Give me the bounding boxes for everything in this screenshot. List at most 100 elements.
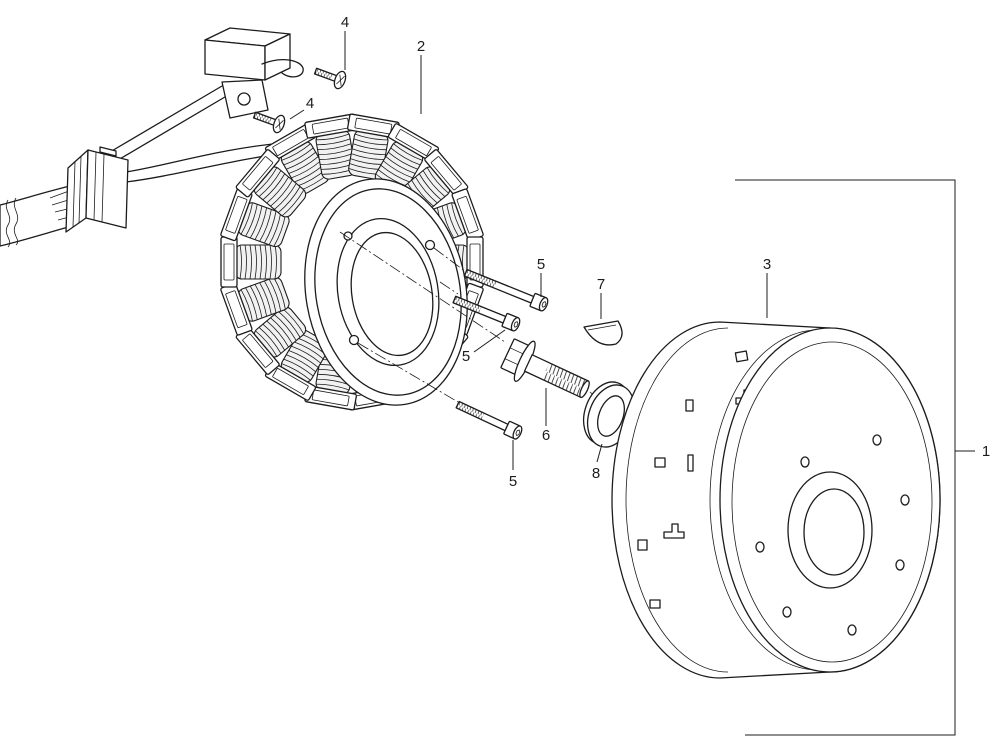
screw-slot [336, 74, 345, 86]
coil-pole-inner [242, 156, 274, 191]
coil-fin [353, 138, 388, 146]
coil-fin [318, 148, 353, 156]
coil-pole-inner [223, 243, 235, 281]
part-number-label: 4 [341, 14, 349, 31]
part-number-label: 4 [306, 95, 314, 112]
coil-fin [259, 244, 262, 280]
part-number-label: 6 [542, 427, 550, 444]
coil-fin [277, 311, 301, 338]
magnet-mark [663, 523, 685, 539]
coil-fin [264, 211, 277, 244]
coil-fin [281, 189, 305, 217]
socket-head-bolt [455, 400, 523, 440]
coil-fin [239, 244, 242, 280]
cable-break-line [5, 199, 11, 248]
coil-fin [254, 207, 268, 240]
coil-fin [352, 143, 387, 151]
part-number-label: 5 [509, 473, 517, 490]
bolt-thread [453, 296, 482, 314]
flange-bolt [500, 338, 590, 399]
wire-to-stator [125, 141, 293, 173]
coil-fin [254, 330, 278, 357]
coil-fin [288, 156, 319, 174]
coil-fin [254, 167, 278, 194]
coil-pole-face [220, 236, 238, 288]
key-edge [587, 324, 617, 331]
stator-coil [220, 236, 282, 288]
stator-coil [220, 188, 290, 248]
center-line [357, 342, 459, 403]
coil-fin [254, 244, 257, 280]
coil-pole-inner [354, 117, 393, 135]
part-number-label: 5 [537, 256, 545, 273]
coil-pole-inner [456, 196, 479, 234]
coil-fin [380, 164, 411, 183]
rotor-hub-bore [803, 488, 865, 576]
coil-fin [319, 153, 353, 160]
coil-pole-face [235, 149, 280, 198]
coil-fin [274, 244, 277, 280]
bolt-thread [456, 401, 485, 420]
stator-bolt-hole [343, 231, 353, 241]
rotor-face-hole [782, 606, 792, 618]
coil-fin [262, 323, 286, 351]
stator-coil [347, 113, 400, 180]
woodruff-key [583, 320, 623, 346]
part-number-label: 5 [462, 348, 470, 365]
socket-head-bolt [452, 295, 521, 332]
coil-fin [259, 209, 272, 242]
screw-thread [314, 68, 334, 81]
coil-fin [266, 176, 289, 204]
pan-head-screw [313, 67, 347, 90]
coil-fin [269, 244, 272, 280]
coil-pole-inner [242, 333, 274, 368]
leader-line [289, 109, 305, 120]
coil-fin [286, 151, 316, 170]
coil-fin [273, 277, 286, 310]
part-number-label: 2 [417, 38, 425, 55]
key-body [583, 320, 623, 346]
stator-coil [304, 113, 357, 180]
center-line [439, 281, 459, 295]
rotor-face-hole [800, 456, 810, 468]
connector-rib [72, 151, 105, 228]
magnet-mark [654, 457, 666, 468]
magnet-mark [649, 599, 661, 609]
hex-socket [513, 321, 519, 328]
coil-fin [288, 350, 319, 368]
coil-fin [383, 160, 413, 179]
rotor-face-hole [755, 541, 765, 553]
coil-pole-inner [311, 389, 350, 407]
rotor-front-band [709, 329, 819, 671]
part-number-label: 1 [982, 443, 990, 460]
pulser-front-face [204, 39, 266, 81]
coil-fin [270, 317, 293, 345]
bolt-thread [541, 362, 589, 398]
coil-fin [293, 341, 324, 360]
bolt-end [579, 380, 590, 399]
hex-edge [504, 347, 525, 366]
pulser-coil [204, 27, 304, 119]
wiring-harness [0, 85, 293, 248]
coil-fin [351, 153, 385, 160]
leader-line [473, 329, 506, 353]
connector-body [85, 149, 129, 229]
part-number-label: 8 [592, 465, 600, 482]
screw-head [272, 114, 286, 134]
pulser-side-face [264, 33, 291, 81]
coil-fin [240, 202, 253, 235]
assembly-bracket-line [735, 179, 956, 736]
coil-pole-inner [225, 290, 248, 328]
coil-fin [240, 289, 253, 322]
coil-fin [283, 147, 314, 166]
part-number-label: 7 [597, 276, 605, 293]
bracket-hole [237, 92, 251, 106]
coil-fin [258, 170, 282, 197]
coil-fin [390, 147, 421, 166]
center-line [339, 231, 506, 343]
coil-fin [274, 314, 297, 341]
coil-fin [283, 358, 314, 377]
coil-fin [277, 186, 301, 213]
coil-fin [262, 173, 286, 201]
coil-fin [245, 204, 258, 237]
